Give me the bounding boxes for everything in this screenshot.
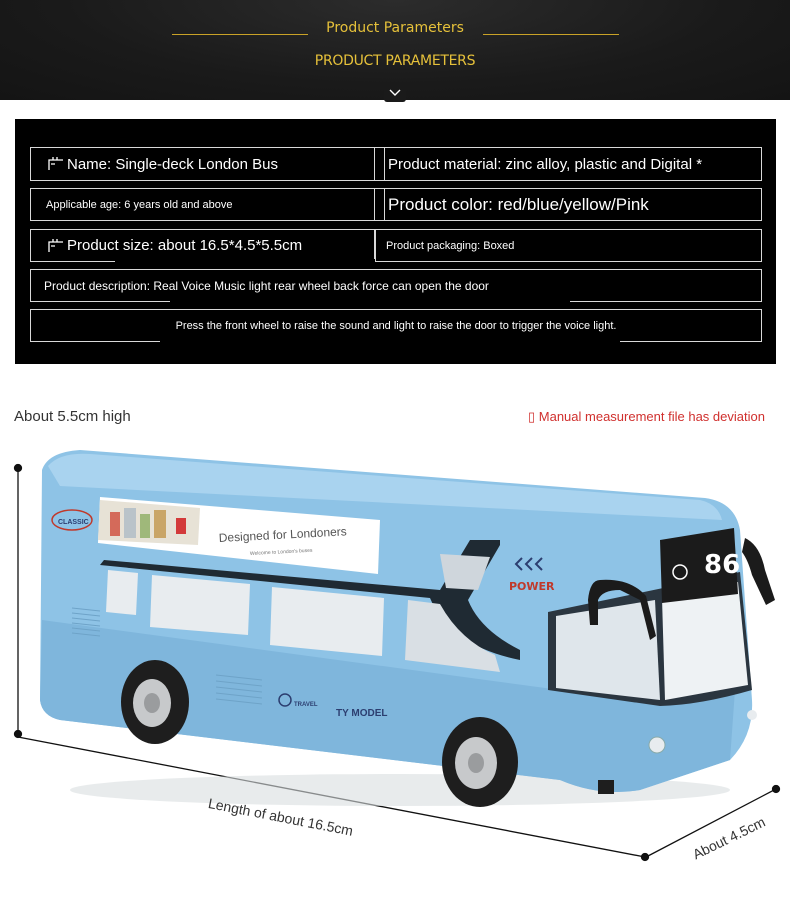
header-title: Product Parameters bbox=[326, 20, 464, 36]
bus-route-number: 86 bbox=[704, 550, 740, 580]
bus-ad-subtitle: Welcome to London's buses bbox=[250, 548, 313, 557]
param-packaging: Product packaging: Boxed bbox=[374, 229, 762, 262]
param-color: Product color: red/blue/yellow/Pink bbox=[374, 188, 762, 221]
height-label: About 5.5cm high bbox=[14, 408, 131, 425]
row-gap-cover bbox=[170, 300, 570, 303]
bus-ad-title: Designed for Londoners bbox=[218, 524, 347, 545]
row-gap-cover bbox=[115, 259, 375, 262]
header-rule-left bbox=[172, 34, 308, 35]
bus-travel-label: TRAVEL bbox=[294, 702, 318, 708]
param-name: Name: Single-deck London Bus bbox=[30, 147, 385, 181]
bus-wheels bbox=[121, 660, 614, 807]
bus-brand-label: CLASSIC bbox=[58, 519, 89, 526]
ruler-corner-icon bbox=[47, 238, 65, 254]
header-rule-right bbox=[483, 34, 619, 35]
chevron-down-icon bbox=[389, 89, 401, 96]
header-subtitle: PRODUCT PARAMETERS bbox=[314, 53, 476, 69]
param-material: Product material: zinc alloy, plastic an… bbox=[374, 147, 762, 181]
parameters-panel: Name: Single-deck London Bus Product mat… bbox=[15, 119, 776, 364]
bus-power-label: POWER bbox=[509, 580, 555, 593]
ruler-corner-icon bbox=[47, 156, 65, 172]
row-gap-cover bbox=[160, 340, 620, 343]
header-dropdown-tab[interactable] bbox=[384, 86, 406, 102]
header-banner: Product Parameters PRODUCT PARAMETERS bbox=[0, 0, 790, 100]
bus-model-label: TY MODEL bbox=[336, 708, 387, 719]
deviation-note: ▯ Manual measurement file has deviation bbox=[528, 409, 765, 424]
param-age: Applicable age: 6 years old and above bbox=[30, 188, 385, 221]
bus-body: Designed for Londoners Welcome to London… bbox=[40, 450, 775, 793]
